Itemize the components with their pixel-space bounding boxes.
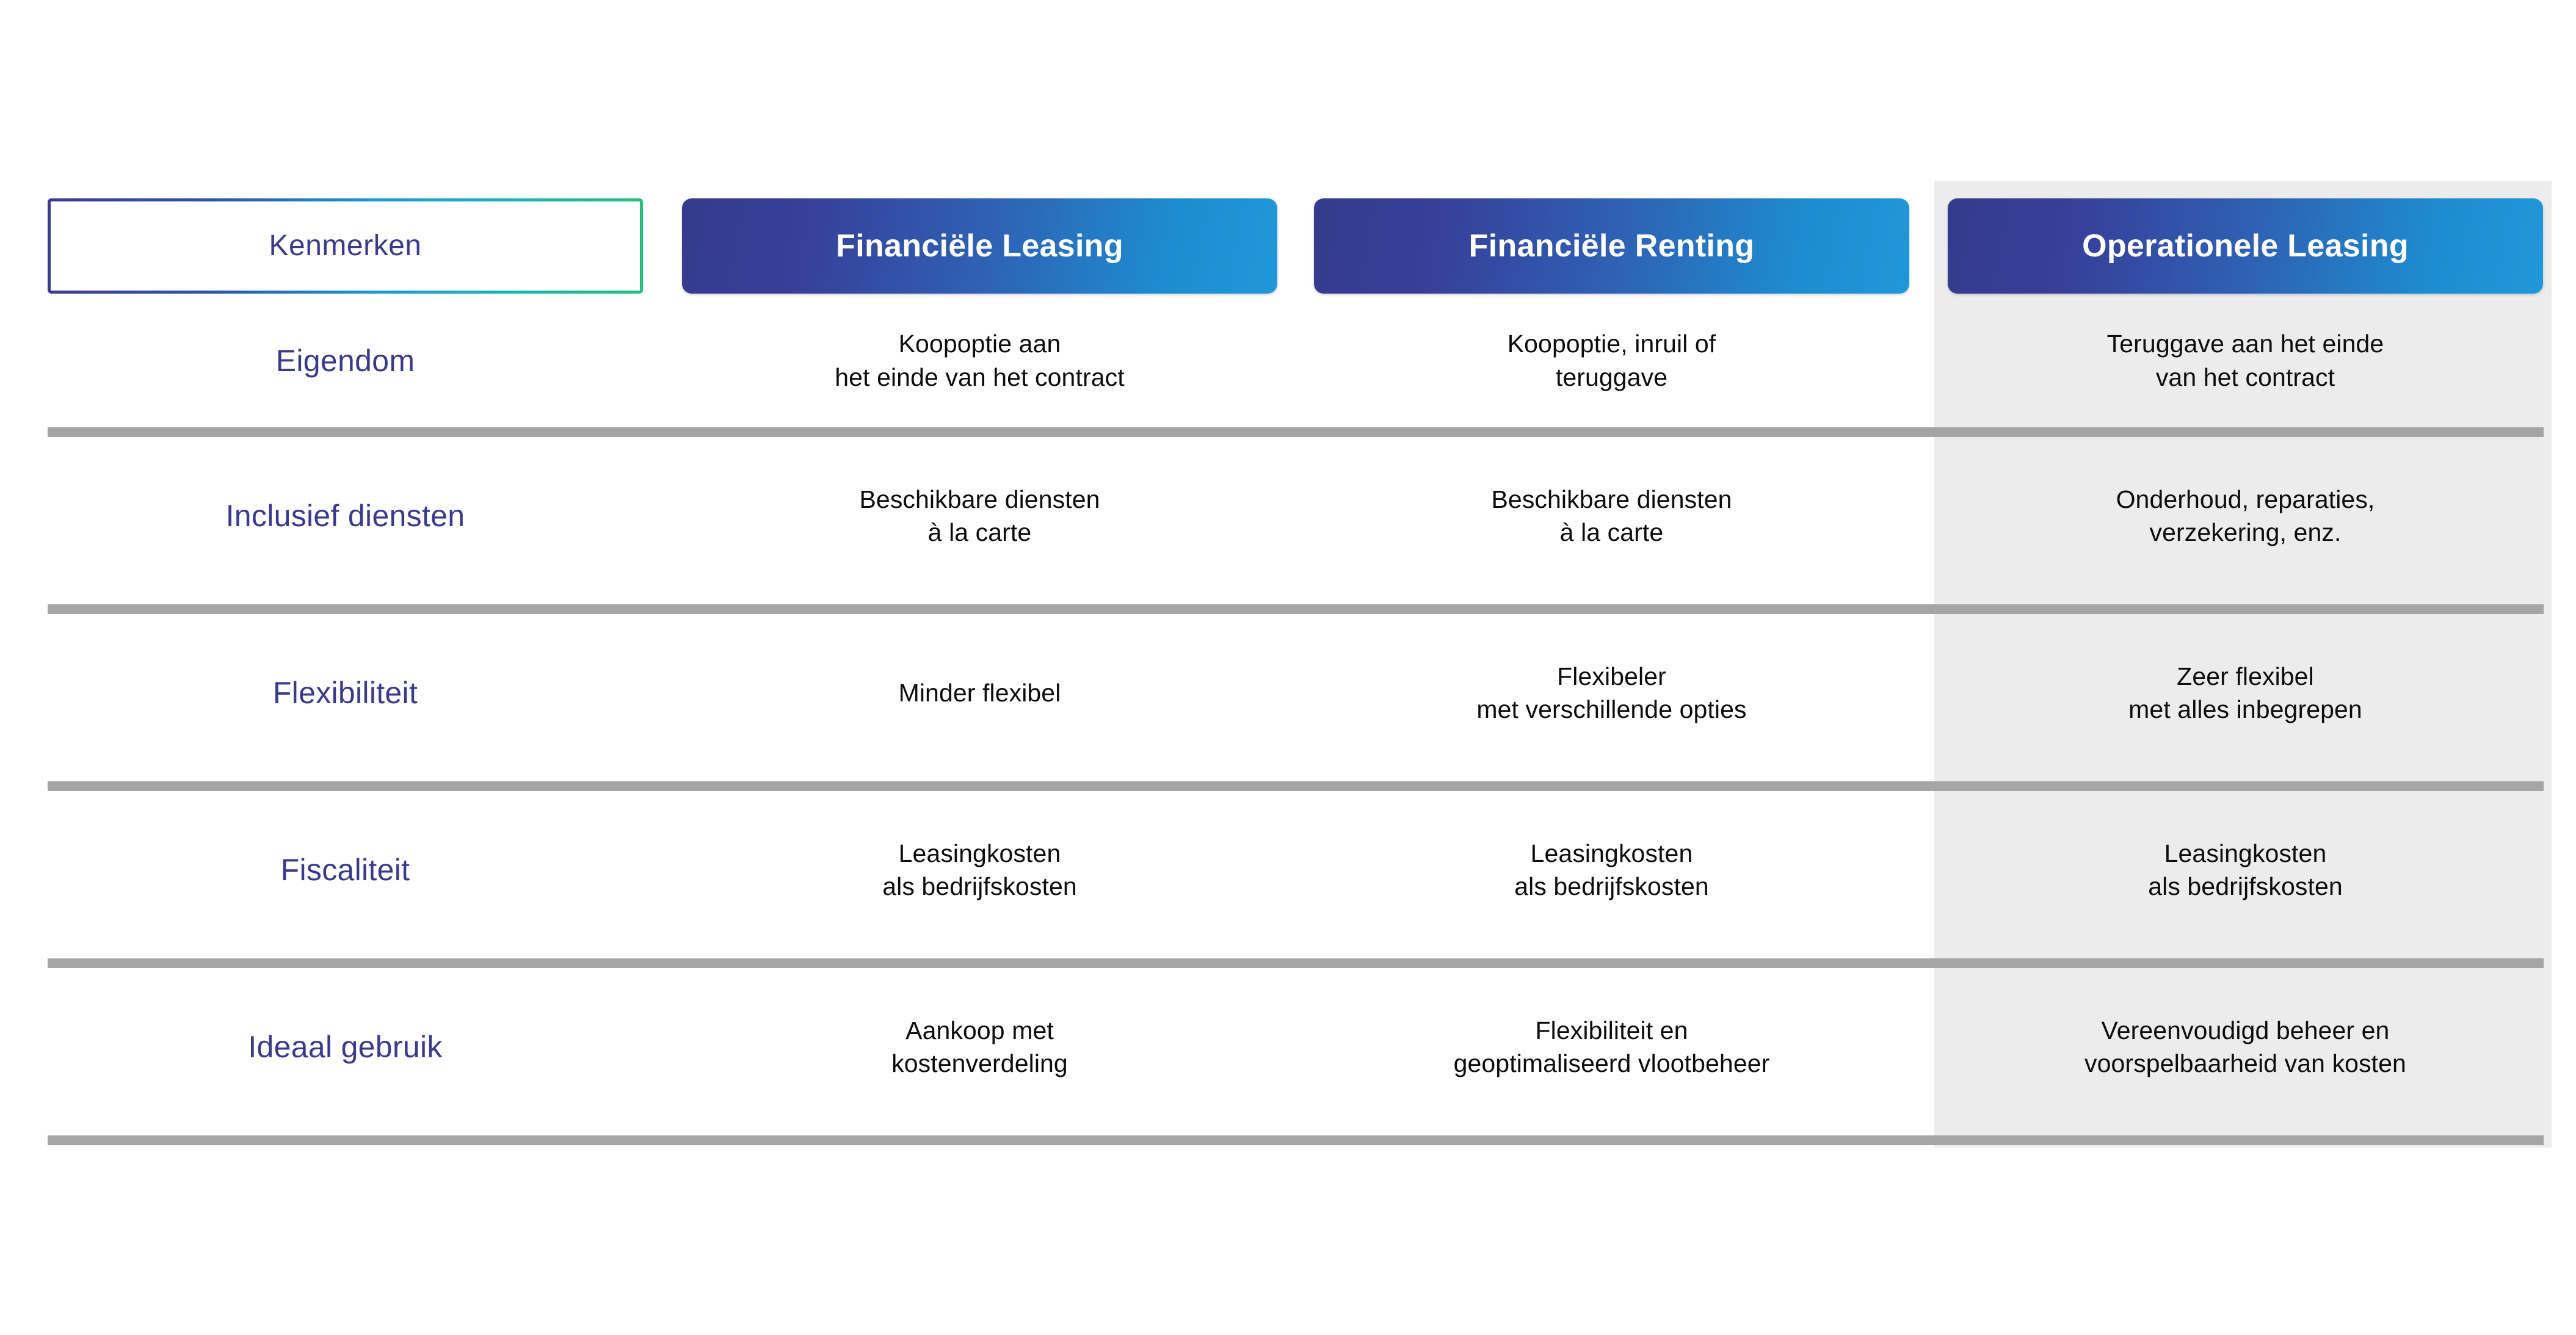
feature-column-header: Kenmerken — [48, 198, 643, 294]
row-label-cell: Ideaal gebruik — [48, 958, 643, 1135]
cell-line: Teruggave aan het einde — [2106, 330, 2384, 358]
cell-text: Flexibeler met verschillende opties — [1476, 660, 1746, 726]
cell-line: geoptimaliseerd vlootbeheer — [1453, 1049, 1770, 1077]
table-cell: Vereenvoudigd beheer en voorspelbaarheid… — [1948, 958, 2543, 1135]
table-row: Fiscaliteit Leasingkosten als bedrijfsko… — [0, 781, 2576, 958]
cell-line: à la carte — [927, 518, 1032, 546]
cell-line: van het contract — [2155, 363, 2335, 391]
table-cell: Zeer flexibel met alles inbegrepen — [1948, 604, 2543, 781]
row-label: Flexibiliteit — [272, 676, 418, 710]
row-label-cell: Flexibiliteit — [48, 604, 643, 781]
cell-line: Flexibeler — [1557, 662, 1666, 690]
cell-line: teruggave — [1555, 363, 1668, 391]
cell-text: Beschikbare diensten à la carte — [1491, 483, 1732, 549]
cell-line: voorspelbaarheid van kosten — [2084, 1049, 2406, 1077]
row-divider — [48, 781, 2544, 791]
cell-line: Aankoop met — [905, 1016, 1054, 1044]
column-header-label: Financiële Leasing — [836, 228, 1123, 264]
cell-text: Flexibiliteit en geoptimaliseerd vlootbe… — [1454, 1014, 1770, 1080]
cell-line: à la carte — [1559, 518, 1664, 546]
cell-text: Koopoptie, inruil of teruggave — [1508, 327, 1716, 393]
table-header-row: Kenmerken Financiële Leasing Financiële … — [0, 198, 2576, 294]
cell-text: Vereenvoudigd beheer en voorspelbaarheid… — [2084, 1014, 2406, 1080]
column-header-financiele-leasing[interactable]: Financiële Leasing — [682, 198, 1277, 294]
cell-text: Onderhoud, reparaties, verzekering, enz. — [2116, 483, 2375, 549]
table-row: Flexibiliteit Minder flexibel Flexibeler… — [0, 604, 2576, 781]
cell-line: met verschillende opties — [1476, 695, 1747, 723]
cell-line: Koopoptie, inruil of — [1507, 330, 1716, 358]
table-cell: Flexibiliteit en geoptimaliseerd vlootbe… — [1314, 958, 1909, 1135]
cell-text: Beschikbare diensten à la carte — [859, 483, 1100, 549]
cell-line: met alles inbegrepen — [2128, 695, 2362, 723]
cell-line: Leasingkosten — [1530, 839, 1693, 867]
cell-line: als bedrijfskosten — [2148, 872, 2343, 900]
row-label-cell: Inclusief diensten — [48, 427, 643, 604]
table-cell: Teruggave aan het einde van het contract — [1948, 294, 2543, 427]
cell-text: Teruggave aan het einde van het contract — [2107, 327, 2384, 393]
cell-line: Flexibiliteit en — [1535, 1016, 1688, 1044]
cell-line: Leasingkosten — [2164, 839, 2327, 867]
cell-line: Beschikbare diensten — [859, 485, 1100, 513]
table-cell: Aankoop met kostenverdeling — [682, 958, 1277, 1135]
cell-line: Koopoptie aan — [898, 330, 1061, 358]
table-cell: Beschikbare diensten à la carte — [682, 427, 1277, 604]
cell-line: kostenverdeling — [891, 1049, 1068, 1077]
cell-text: Zeer flexibel met alles inbegrepen — [2128, 660, 2362, 726]
table-row: Eigendom Koopoptie aan het einde van het… — [0, 294, 2576, 427]
column-header-financiele-renting[interactable]: Financiële Renting — [1314, 198, 1909, 294]
cell-line: als bedrijfskosten — [1514, 872, 1709, 900]
feature-column-header-label: Kenmerken — [269, 230, 422, 262]
cell-line: Onderhoud, reparaties, — [2116, 485, 2375, 513]
table-cell: Onderhoud, reparaties, verzekering, enz. — [1948, 427, 2543, 604]
cell-text: Leasingkosten als bedrijfskosten — [882, 837, 1077, 903]
cell-line: Zeer flexibel — [2177, 662, 2314, 690]
row-label-cell: Fiscaliteit — [48, 781, 643, 958]
table-cell: Koopoptie aan het einde van het contract — [682, 294, 1277, 427]
table-cell: Leasingkosten als bedrijfskosten — [1948, 781, 2543, 958]
row-label: Inclusief diensten — [225, 499, 465, 533]
table-row: Inclusief diensten Beschikbare diensten … — [0, 427, 2576, 604]
row-label-cell: Eigendom — [48, 294, 643, 427]
cell-text: Minder flexibel — [899, 676, 1061, 709]
table-cell: Leasingkosten als bedrijfskosten — [1314, 781, 1909, 958]
row-label: Eigendom — [275, 343, 415, 378]
table-cell: Flexibeler met verschillende opties — [1314, 604, 1909, 781]
table-cell: Leasingkosten als bedrijfskosten — [682, 781, 1277, 958]
row-divider — [48, 427, 2544, 437]
cell-text: Koopoptie aan het einde van het contract — [835, 327, 1124, 393]
cell-line: verzekering, enz. — [2149, 518, 2342, 546]
highlighted-column-background — [1934, 181, 2552, 1148]
row-divider — [48, 1135, 2544, 1145]
cell-text: Leasingkosten als bedrijfskosten — [1514, 837, 1709, 903]
row-divider — [48, 604, 2544, 614]
table-cell: Koopoptie, inruil of teruggave — [1314, 294, 1909, 427]
cell-line: het einde van het contract — [835, 363, 1125, 391]
table-body: Eigendom Koopoptie aan het einde van het… — [0, 294, 2576, 1135]
table-cell: Beschikbare diensten à la carte — [1314, 427, 1909, 604]
column-header-operationele-leasing[interactable]: Operationele Leasing — [1948, 198, 2543, 294]
column-header-label: Financiële Renting — [1468, 228, 1755, 264]
cell-line: als bedrijfskosten — [882, 872, 1077, 900]
row-divider — [48, 958, 2544, 968]
cell-text: Aankoop met kostenverdeling — [891, 1014, 1068, 1080]
table-cell: Minder flexibel — [682, 604, 1277, 781]
cell-line: Minder flexibel — [898, 678, 1061, 707]
column-header-label: Operationele Leasing — [2082, 228, 2409, 264]
cell-line: Leasingkosten — [898, 839, 1061, 867]
table-row: Ideaal gebruik Aankoop met kostenverdeli… — [0, 958, 2576, 1135]
row-label: Fiscaliteit — [280, 853, 410, 887]
cell-line: Beschikbare diensten — [1491, 485, 1732, 513]
cell-text: Leasingkosten als bedrijfskosten — [2148, 837, 2343, 903]
cell-line: Vereenvoudigd beheer en — [2101, 1016, 2390, 1044]
row-label: Ideaal gebruik — [248, 1030, 443, 1064]
